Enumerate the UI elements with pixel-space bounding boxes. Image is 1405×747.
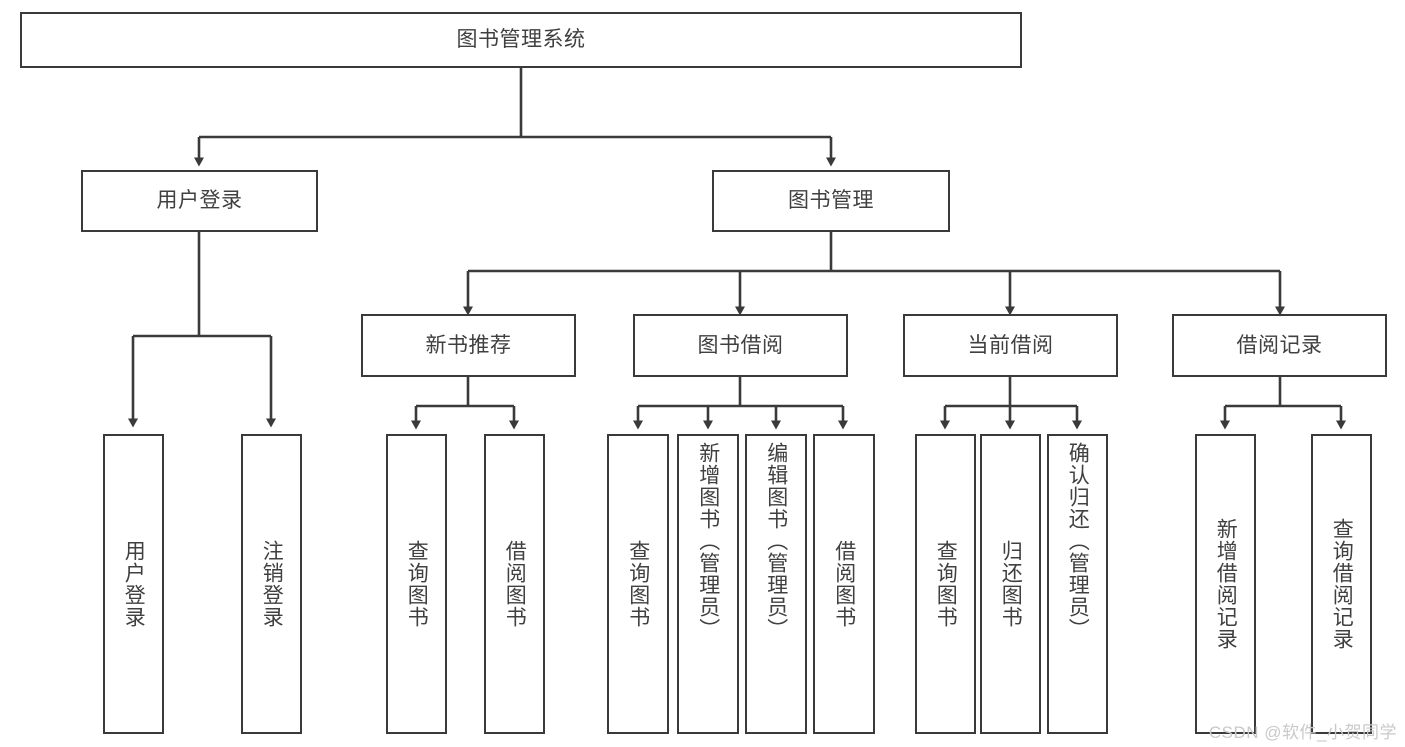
node-borrow-record-label: 借阅记录 (1236, 333, 1323, 357)
node-new-book-recommend-label: 新书推荐 (425, 333, 512, 357)
node-leaf-user-login-label: 用户登录 (122, 540, 146, 628)
node-book-management-label: 图书管理 (788, 189, 874, 213)
node-leaf-add-book[interactable]: 新增图书（管理员） (677, 434, 739, 734)
node-leaf-borrow-book-2[interactable]: 借阅图书 (813, 434, 875, 734)
node-leaf-return-book[interactable]: 归还图书 (980, 434, 1041, 734)
node-leaf-logout-login-label: 注销登录 (260, 540, 284, 628)
node-leaf-user-login[interactable]: 用户登录 (103, 434, 164, 734)
node-leaf-query-book-1[interactable]: 查询图书 (386, 434, 447, 734)
node-leaf-edit-book-label: 编辑图书（管理员） (764, 442, 788, 640)
node-leaf-borrow-book-1-label: 借阅图书 (503, 540, 527, 628)
node-leaf-edit-book[interactable]: 编辑图书（管理员） (745, 434, 807, 734)
node-leaf-query-record-label: 查询借阅记录 (1330, 518, 1354, 650)
node-current-borrow[interactable]: 当前借阅 (903, 314, 1118, 377)
node-leaf-confirm-return-label: 确认归还（管理员） (1066, 442, 1090, 640)
node-leaf-query-book-1-label: 查询图书 (405, 540, 429, 628)
node-leaf-borrow-book-1[interactable]: 借阅图书 (484, 434, 545, 734)
node-leaf-add-record-label: 新增借阅记录 (1214, 518, 1238, 650)
node-leaf-logout-login[interactable]: 注销登录 (241, 434, 302, 734)
node-root[interactable]: 图书管理系统 (20, 12, 1022, 68)
node-leaf-query-record[interactable]: 查询借阅记录 (1311, 434, 1372, 734)
node-leaf-add-book-label: 新增图书（管理员） (696, 442, 720, 640)
node-book-borrow[interactable]: 图书借阅 (633, 314, 848, 377)
node-leaf-confirm-return[interactable]: 确认归还（管理员） (1047, 434, 1108, 734)
node-book-management[interactable]: 图书管理 (712, 170, 950, 232)
csdn-watermark: CSDN @软件_小贺同学 (1208, 723, 1397, 742)
node-user-login-label: 用户登录 (156, 189, 243, 213)
node-leaf-query-book-2-label: 查询图书 (626, 540, 650, 628)
node-leaf-query-book-3[interactable]: 查询图书 (915, 434, 976, 734)
node-book-borrow-label: 图书借阅 (697, 333, 784, 357)
node-leaf-query-book-3-label: 查询图书 (934, 540, 958, 628)
node-leaf-borrow-book-2-label: 借阅图书 (832, 540, 856, 628)
node-new-book-recommend[interactable]: 新书推荐 (361, 314, 576, 377)
node-root-label: 图书管理系统 (456, 28, 586, 52)
node-user-login[interactable]: 用户登录 (81, 170, 318, 232)
node-leaf-return-book-label: 归还图书 (999, 540, 1023, 628)
node-borrow-record[interactable]: 借阅记录 (1172, 314, 1387, 377)
node-current-borrow-label: 当前借阅 (967, 333, 1054, 357)
node-leaf-query-book-2[interactable]: 查询图书 (607, 434, 669, 734)
node-leaf-add-record[interactable]: 新增借阅记录 (1195, 434, 1256, 734)
